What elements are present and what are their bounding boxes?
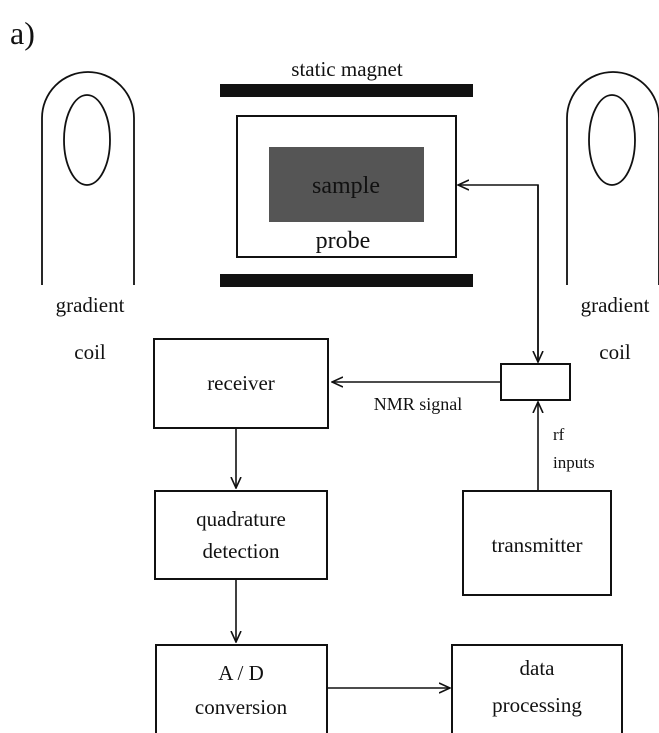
data-processing-line1: data bbox=[520, 656, 556, 680]
sample-label: sample bbox=[312, 173, 380, 199]
transmitter-label: transmitter bbox=[492, 533, 583, 557]
data-processing-box bbox=[451, 644, 623, 733]
adc-line2: conversion bbox=[195, 695, 288, 719]
adc-box bbox=[155, 644, 328, 733]
sample-block bbox=[269, 147, 424, 222]
data-processing-line2: processing bbox=[492, 693, 582, 717]
probe-switch-link bbox=[458, 185, 538, 362]
gradient-coil-right-line2: coil bbox=[599, 340, 631, 364]
static-magnet-bottom-bar bbox=[220, 274, 473, 287]
gradient-coil-left-line1: gradient bbox=[56, 293, 125, 317]
rf-inputs-line2: inputs bbox=[553, 453, 595, 472]
rf-inputs-line1: rf bbox=[553, 425, 565, 444]
probe-label: probe bbox=[316, 228, 371, 254]
nmr-signal-label: NMR signal bbox=[374, 394, 463, 414]
quadrature-detection-box bbox=[154, 490, 328, 580]
gradient-coil-right-line1: gradient bbox=[581, 293, 650, 317]
probe-box bbox=[236, 115, 457, 258]
quadrature-line1: quadrature bbox=[196, 507, 286, 531]
static-magnet-label: static magnet bbox=[291, 57, 403, 81]
panel-label: a) bbox=[10, 15, 35, 51]
static-magnet-top-bar bbox=[220, 84, 473, 97]
gradient-coil-left bbox=[41, 71, 135, 285]
gradient-coil-right bbox=[566, 71, 659, 285]
quadrature-line2: detection bbox=[203, 539, 280, 563]
adc-line1: A / D bbox=[218, 661, 264, 685]
rf-switch-box bbox=[500, 363, 571, 401]
transmitter-box bbox=[462, 490, 612, 596]
receiver-label: receiver bbox=[207, 371, 275, 395]
gradient-coil-left-line2: coil bbox=[74, 340, 106, 364]
receiver-box bbox=[153, 338, 329, 429]
